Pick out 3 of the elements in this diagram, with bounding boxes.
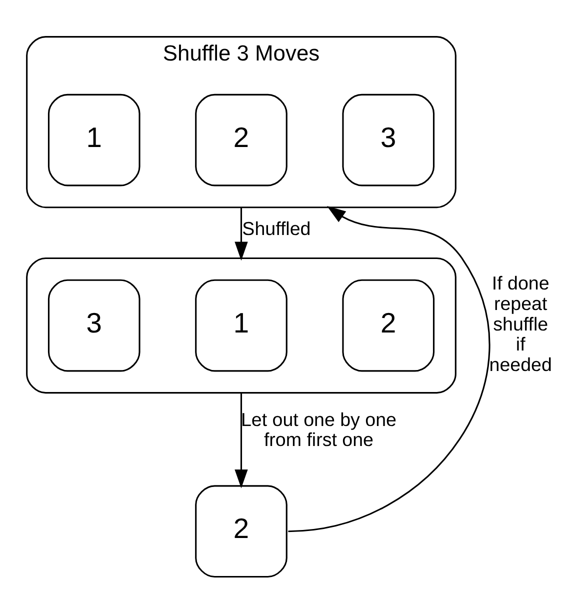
edge-label: Shuffled <box>242 217 311 238</box>
edge-label: Let out one by one from first one <box>240 408 396 450</box>
edge-label: If done repeat shuffle if needed <box>489 272 552 375</box>
